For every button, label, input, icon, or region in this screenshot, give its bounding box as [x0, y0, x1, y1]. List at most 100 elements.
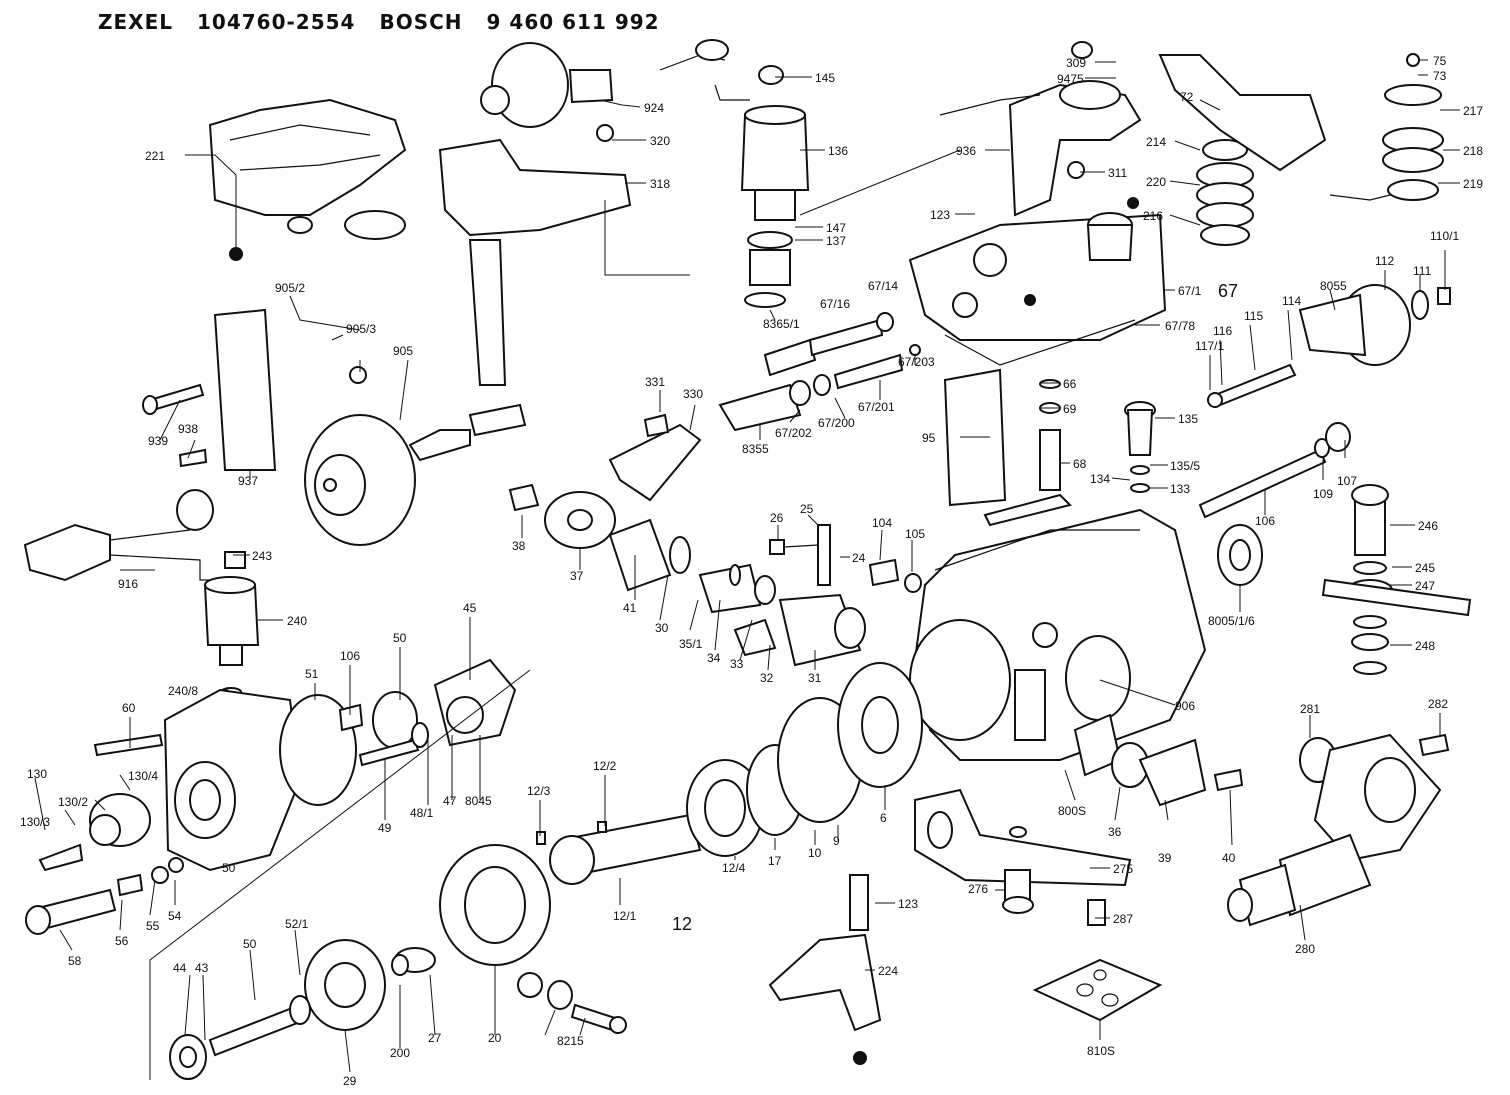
label-130-4: 130/4 [128, 769, 158, 783]
label-276: 276 [968, 882, 988, 896]
label-12: 12 [672, 914, 692, 934]
label-50-a: 50 [393, 631, 407, 645]
label-905: 905 [393, 344, 413, 358]
label-318: 318 [650, 177, 670, 191]
label-9: 9 [833, 834, 840, 848]
label-50-c: 50 [243, 937, 257, 951]
label-110-1: 110/1 [1430, 229, 1459, 243]
label-72: 72 [1180, 90, 1194, 104]
label-6: 6 [880, 811, 887, 825]
label-134: 134 [1090, 472, 1110, 486]
label-243: 243 [252, 549, 272, 563]
label-52-1: 52/1 [285, 917, 309, 931]
label-50-b: 50 [222, 861, 236, 875]
drive-shaft-gear [536, 662, 923, 885]
label-75: 75 [1433, 54, 1447, 68]
label-60: 60 [122, 701, 136, 715]
label-924: 924 [644, 101, 664, 115]
label-67-200: 67/200 [818, 416, 855, 430]
label-38: 38 [512, 539, 526, 553]
label-114: 114 [1282, 294, 1301, 308]
label-221: 221 [145, 149, 165, 163]
label-216: 216 [1143, 209, 1163, 223]
label-40: 40 [1222, 851, 1236, 865]
label-810s: 810S [1087, 1044, 1115, 1058]
label-67-78: 67/78 [1165, 319, 1195, 333]
label-54: 54 [168, 909, 182, 923]
label-240: 240 [287, 614, 307, 628]
label-47: 47 [443, 794, 457, 808]
label-282: 282 [1428, 697, 1448, 711]
label-33: 33 [730, 657, 744, 671]
gasket-kit [1032, 958, 1163, 1022]
governor-springs [1158, 53, 1444, 246]
electrical-connector [23, 489, 260, 697]
label-106-a: 106 [1255, 514, 1275, 528]
pump-housing [909, 508, 1263, 761]
distributor-head [25, 658, 517, 935]
label-287: 287 [1113, 912, 1133, 926]
label-35-1: 35/1 [679, 637, 703, 651]
label-39: 39 [1158, 851, 1172, 865]
lever-bracket [438, 42, 632, 386]
label-224: 224 [878, 964, 898, 978]
label-135: 135 [1178, 412, 1198, 426]
label-12-1: 12/1 [613, 909, 637, 923]
part-labels: 309 9475 145 924 320 318 136 221 936 311… [20, 54, 1483, 1088]
pin-parts [769, 524, 922, 593]
label-25: 25 [800, 502, 814, 516]
label-280: 280 [1295, 942, 1315, 956]
label-36: 36 [1108, 825, 1122, 839]
label-56: 56 [115, 934, 129, 948]
label-8355: 8355 [742, 442, 769, 456]
lever-clip [768, 874, 882, 1065]
label-37: 37 [570, 569, 584, 583]
label-112: 112 [1375, 254, 1394, 268]
label-67: 67 [1218, 281, 1238, 301]
label-331: 331 [645, 375, 665, 389]
label-66: 66 [1063, 377, 1077, 391]
label-105: 105 [905, 527, 925, 541]
label-320: 320 [650, 134, 670, 148]
label-44: 44 [173, 961, 187, 975]
label-8005-1-6: 8005/1/6 [1208, 614, 1255, 628]
fuel-rotor [1207, 284, 1451, 408]
side-cover [1073, 713, 1244, 807]
control-valve [943, 368, 1156, 527]
label-43: 43 [195, 961, 209, 975]
governor-cover [939, 41, 1142, 217]
bosch-part-number: 9 460 611 992 [486, 10, 660, 34]
label-218: 218 [1463, 144, 1483, 158]
label-95: 95 [922, 431, 936, 445]
label-311: 311 [1108, 166, 1127, 180]
label-214: 214 [1146, 135, 1166, 149]
label-937: 937 [238, 474, 258, 488]
label-55: 55 [146, 919, 160, 933]
label-220: 220 [1146, 175, 1166, 189]
label-67-201: 67/201 [858, 400, 895, 414]
label-938: 938 [178, 422, 198, 436]
label-905-3: 905/3 [346, 322, 376, 336]
stop-solenoid [659, 39, 810, 308]
label-123-bottom: 123 [898, 897, 918, 911]
label-123-top: 123 [930, 208, 950, 222]
label-12-2: 12/2 [593, 759, 617, 773]
label-130-2: 130/2 [58, 795, 88, 809]
label-30: 30 [655, 621, 669, 635]
label-45: 45 [463, 601, 477, 615]
label-41: 41 [623, 601, 637, 615]
label-8365-1: 8365/1 [763, 317, 800, 331]
label-330: 330 [683, 387, 703, 401]
zexel-part-number: 104760-2554 [197, 10, 356, 34]
label-9475: 9475 [1057, 72, 1084, 86]
label-219: 219 [1463, 177, 1483, 191]
label-130-3: 130/3 [20, 815, 50, 829]
label-67-1: 67/1 [1178, 284, 1202, 298]
label-115: 115 [1244, 309, 1263, 323]
label-26: 26 [770, 511, 784, 525]
label-73: 73 [1433, 69, 1447, 83]
label-67-203: 67/203 [898, 355, 935, 369]
label-12-3: 12/3 [527, 784, 551, 798]
label-116: 116 [1213, 324, 1232, 338]
